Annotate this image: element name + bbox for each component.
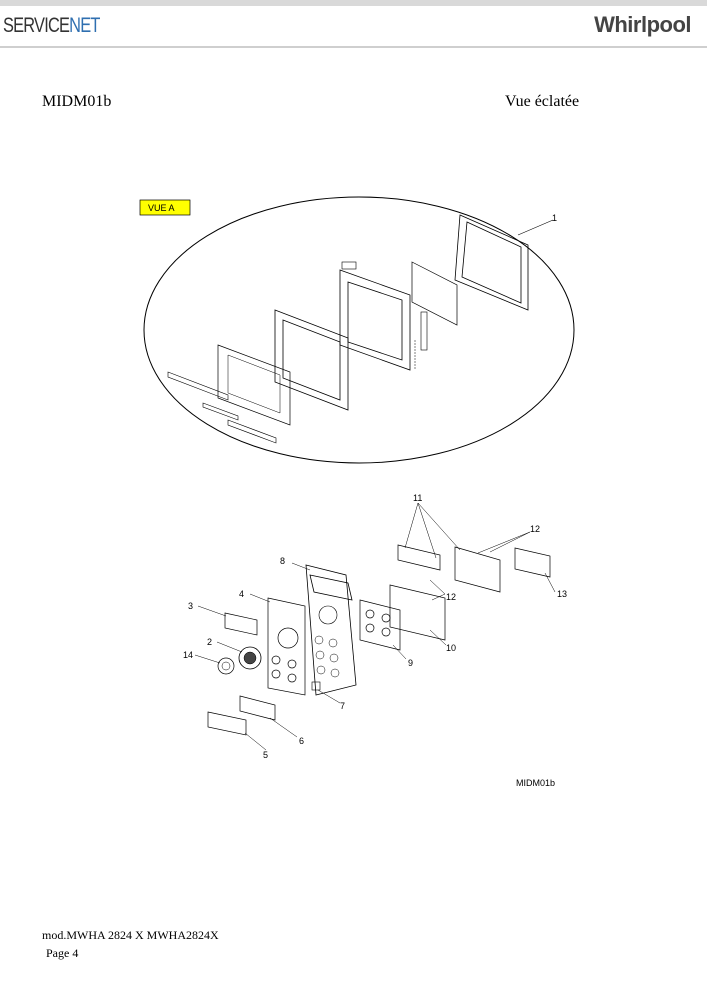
whirlpool-logo: Whirlpool [594, 12, 691, 37]
part-inner-door [339, 269, 411, 371]
part-strip-a [167, 371, 229, 401]
callout-1: 1 [552, 213, 557, 223]
view-title: Vue éclatée [505, 93, 580, 110]
vue-a-tag-box [139, 199, 191, 216]
top-band [0, 0, 707, 6]
part-strip-b [202, 402, 239, 421]
callout-6: 6 [299, 736, 304, 746]
part-door-panel [274, 309, 349, 411]
callout-12-top: 12 [530, 524, 540, 534]
callout-3: 3 [188, 601, 193, 611]
callout-7: 7 [340, 701, 345, 711]
part-overlay [267, 597, 306, 696]
callout-12-mid: 12 [446, 592, 456, 602]
part-ring [217, 657, 235, 675]
callout-9: 9 [408, 658, 413, 668]
part-connector [311, 681, 321, 691]
part-door-frame [454, 214, 529, 311]
part-badge [207, 711, 247, 736]
callout-4: 4 [239, 589, 244, 599]
part-display-module [397, 544, 441, 571]
part-glass [411, 261, 458, 326]
vue-a-ellipse [143, 196, 575, 464]
part-strip-c [227, 419, 277, 444]
header-divider [0, 46, 707, 48]
drawing-code: MIDM01b [516, 778, 555, 788]
vue-a-tag: VUE A [148, 203, 175, 213]
part-control-panel [305, 564, 357, 696]
part-display-cover [224, 612, 258, 636]
part-pcb [389, 584, 446, 641]
part-hinge [420, 311, 428, 351]
part-board [239, 695, 276, 721]
callout-11: 11 [413, 493, 422, 503]
callout-8: 8 [280, 556, 285, 566]
model-code: MIDM01b [42, 93, 112, 110]
callout-5: 5 [263, 750, 268, 760]
footer-model-line: mod.MWHA 2824 X MWHA2824X [42, 928, 219, 942]
callout-2: 2 [207, 637, 212, 647]
part-bracket [454, 546, 501, 593]
part-latch [341, 261, 357, 270]
part-window [217, 344, 291, 426]
callout-13: 13 [557, 589, 567, 599]
footer-page-number: Page 4 [46, 946, 79, 960]
callout-14: 14 [183, 650, 193, 660]
part-clip [514, 547, 551, 578]
callout-10: 10 [446, 643, 456, 653]
servicenet-logo: SERVICENET [3, 14, 100, 37]
part-knob [238, 646, 262, 670]
part-keypad [359, 599, 401, 651]
